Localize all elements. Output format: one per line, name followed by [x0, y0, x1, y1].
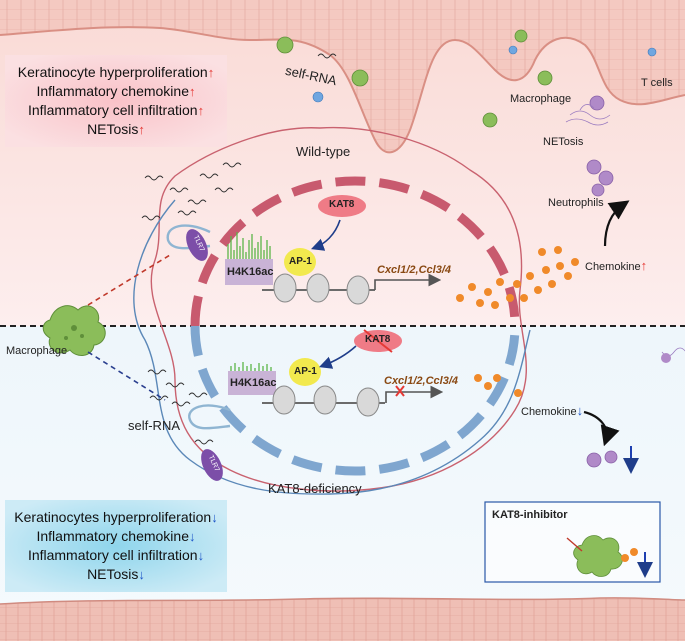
macrophage-link-top — [87, 254, 171, 306]
chemokine-label-bottom: Chemokine↓ — [521, 403, 584, 418]
gene-label-top: Cxcl1/2,Ccl3/4 — [377, 264, 451, 276]
netosis-label: NETosis — [543, 136, 584, 148]
neutrophils-bottom — [586, 450, 618, 468]
recruitment-arrow-bottom — [583, 410, 620, 447]
ap1-top — [284, 248, 316, 276]
acetylation-peaks-top — [227, 232, 271, 259]
macrophage-label-left: Macrophage — [6, 345, 68, 357]
macrophage-link-bottom — [87, 351, 166, 401]
kat8-to-ap1-arrow-bottom — [318, 345, 357, 369]
nucleosomes-top — [273, 273, 370, 305]
cell-membrane-top — [150, 126, 527, 492]
kat8-label-bottom: KAT8 — [365, 334, 391, 345]
kat8-top — [318, 195, 366, 217]
effects-box-bottom — [5, 500, 227, 592]
h4k16ac-peak-box-top — [225, 259, 273, 285]
skin-macrophages — [276, 29, 553, 128]
inhibitor-mark — [566, 537, 583, 552]
h4k16ac-peak-box-bottom — [228, 371, 276, 395]
ap1-label-top: AP-1 — [289, 256, 312, 267]
kat8-deletion-slash — [363, 329, 393, 353]
effect-item: Inflammatory chemokine↓ — [36, 528, 196, 544]
ap1-label-bottom: AP-1 — [294, 366, 317, 377]
effect-item: Keratinocyte hyperproliferation↑ — [17, 64, 215, 80]
self-rna-molecules-bottom — [147, 369, 214, 445]
chemokine-dots-top — [456, 246, 579, 309]
self-rna-label-bottom: self-RNA — [128, 418, 181, 433]
epidermis-top — [0, 0, 685, 153]
tlr7-receptor-top — [186, 229, 208, 261]
inhibitor-macrophage — [573, 535, 623, 577]
transcription-arrow-top — [374, 273, 442, 290]
effect-item: Inflammatory cell infiltration↑ — [27, 102, 205, 118]
chemokine-label-top: Chemokine↑ — [585, 258, 648, 273]
neutrophils-top — [586, 95, 614, 197]
kat8-deficiency-label: KAT8-deficiency — [268, 481, 362, 496]
endosome-bottom — [188, 404, 231, 430]
transcription-block-x — [395, 385, 405, 397]
h4k16ac-label-top: H4K16ac — [227, 266, 274, 278]
effect-item: NETosis↑ — [87, 121, 145, 137]
chemokine-up-arrow: ↑ — [640, 258, 648, 273]
chemokine-down-arrow: ↓ — [576, 403, 584, 418]
macrophage-cell-left — [42, 305, 106, 356]
kat8-inhibitor-title: KAT8-inhibitor — [492, 509, 568, 521]
epidermis-bottom — [0, 597, 685, 641]
effect-item: NETosis↓ — [87, 566, 145, 582]
kat8-to-ap1-arrow-top — [310, 219, 341, 251]
wild-type-label: Wild-type — [296, 144, 351, 159]
effects-box-top — [5, 55, 227, 147]
chemokine-dots-bottom — [474, 374, 522, 397]
effect-item: Inflammatory cell infiltration↓ — [27, 547, 205, 563]
kat8-label-top: KAT8 — [329, 199, 355, 210]
tlr7-receptor-bottom — [201, 449, 223, 481]
epidermis-top-edge — [0, 26, 685, 154]
t-cells-label: T cells — [641, 77, 673, 89]
inhibitor-chemokine-dots — [621, 548, 638, 562]
t-cells — [312, 45, 657, 103]
net-cell-bottom — [661, 353, 671, 363]
nucleus-envelope-bottom — [190, 325, 520, 476]
h4k16ac-label-bottom: H4K16ac — [230, 377, 277, 389]
acetylation-peaks-bottom — [230, 362, 272, 371]
effects-list-bottom: Keratinocytes hyperproliferation↓ Inflam… — [5, 508, 227, 584]
effect-item: Inflammatory chemokine↑ — [36, 83, 196, 99]
macrophage-label-skin: Macrophage — [510, 93, 572, 105]
effect-item: Keratinocytes hyperproliferation↓ — [14, 509, 218, 525]
self-rna-molecules-top — [141, 53, 337, 221]
cell-membrane-bottom — [133, 199, 531, 495]
ap1-bottom — [289, 358, 321, 386]
transcription-arrow-bottom — [385, 385, 444, 403]
effects-list-top: Keratinocyte hyperproliferation↑ Inflamm… — [5, 63, 227, 139]
nucleus-envelope-top — [190, 176, 520, 327]
gene-label-bottom: Cxcl1/2,Ccl3/4 — [384, 375, 458, 387]
epidermis-bottom-edge — [0, 597, 685, 605]
neutrophils-label: Neutrophils — [548, 197, 604, 209]
nucleosomes-bottom — [272, 385, 380, 417]
recruitment-arrow-top — [603, 200, 630, 247]
